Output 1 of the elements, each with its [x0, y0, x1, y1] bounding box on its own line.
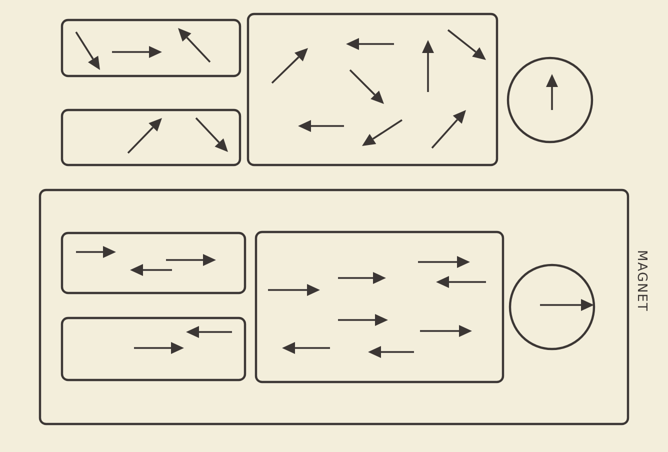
magnet-label: MAGNET: [634, 250, 649, 312]
